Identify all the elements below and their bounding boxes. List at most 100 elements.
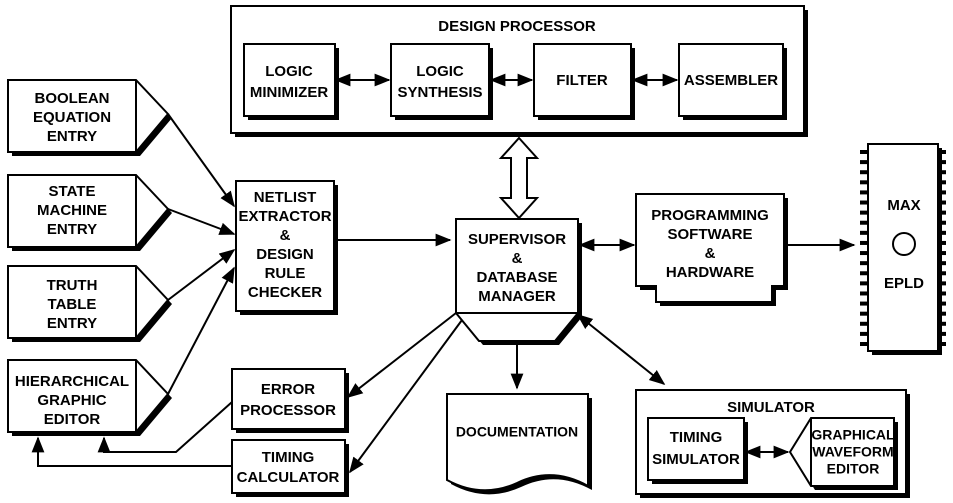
graphical-waveform-editor-box: GRAPHICAL WAVEFORM EDITOR: [788, 417, 898, 490]
chip-pin-right: [938, 180, 946, 185]
svg-text:EDITOR: EDITOR: [44, 411, 101, 428]
chip-pin-left: [860, 160, 868, 165]
timing-to-hierarchical-arrow: [31, 436, 232, 467]
logic-minimizer-box: LOGIC MINIMIZER: [243, 43, 339, 120]
svg-text:DESIGN: DESIGN: [256, 246, 314, 263]
error-to-hierarchical-arrow: [97, 401, 233, 453]
chip-label-epld: EPLD: [884, 275, 924, 292]
chip-pin-left: [860, 291, 868, 296]
svg-text:BOOLEAN: BOOLEAN: [35, 90, 110, 107]
chip-pin-left: [860, 311, 868, 316]
svg-text:TIMING: TIMING: [670, 429, 723, 446]
svg-text:PROGRAMMING: PROGRAMMING: [651, 207, 769, 224]
documentation-box: DOCUMENTATION: [446, 393, 592, 495]
chip-pin-left: [860, 331, 868, 336]
svg-text:ERROR: ERROR: [261, 381, 315, 398]
chip-pin-right: [938, 321, 946, 326]
svg-text:EDITOR: EDITOR: [827, 461, 880, 477]
chip-pin-right: [938, 220, 946, 225]
svg-text:FILTER: FILTER: [556, 72, 608, 89]
chip-pin-right: [938, 271, 946, 276]
supervisor-to-timing-arrow: [349, 319, 463, 474]
chip-pin-left: [860, 200, 868, 205]
svg-text:ENTRY: ENTRY: [47, 128, 97, 145]
chip-label-max: MAX: [887, 197, 920, 214]
chip-pin-left: [860, 281, 868, 286]
svg-text:ENTRY: ENTRY: [47, 315, 97, 332]
svg-text:ASSEMBLER: ASSEMBLER: [684, 72, 778, 89]
chip-pin-left: [860, 271, 868, 276]
timing-calculator-box: TIMING CALCULATOR: [231, 439, 349, 497]
max-epld-chip: MAX EPLD: [860, 143, 946, 355]
chip-pin-right: [938, 170, 946, 175]
hollow-double-arrow: [498, 136, 540, 220]
assembler-box: ASSEMBLER: [678, 43, 787, 120]
svg-text:NETLIST: NETLIST: [254, 189, 317, 206]
svg-text:EXTRACTOR: EXTRACTOR: [238, 208, 331, 225]
svg-text:ENTRY: ENTRY: [47, 221, 97, 238]
chip-pin-left: [860, 190, 868, 195]
svg-text:&: &: [280, 227, 291, 244]
svg-text:WAVEFORM: WAVEFORM: [812, 444, 893, 460]
chip-pin-right: [938, 301, 946, 306]
logic-synthesis-box: LOGIC SYNTHESIS: [390, 43, 493, 120]
state-machine-entry-box: STATE MACHINE ENTRY: [7, 174, 172, 251]
design-processor-title: DESIGN PROCESSOR: [438, 18, 596, 35]
svg-text:HIERARCHICAL: HIERARCHICAL: [15, 373, 129, 390]
chip-pin-right: [938, 281, 946, 286]
svg-text:GRAPHIC: GRAPHIC: [37, 392, 106, 409]
netlist-extractor-box: NETLIST EXTRACTOR & DESIGN RULE CHECKER: [235, 180, 338, 315]
svg-text:TABLE: TABLE: [48, 296, 97, 313]
timing-simulator-box: TIMING SIMULATOR: [647, 417, 748, 484]
hierarchical-graphic-editor-box: HIERARCHICAL GRAPHIC EDITOR: [7, 359, 172, 436]
chip-pin-left: [860, 261, 868, 266]
chip-pin-right: [938, 331, 946, 336]
svg-text:SUPERVISOR: SUPERVISOR: [468, 231, 566, 248]
supervisor-simulator-arrow: [576, 313, 666, 386]
chip-pin-right: [938, 251, 946, 256]
chip-pin-left: [860, 342, 868, 346]
supervisor-database-manager-box: SUPERVISOR & DATABASE MANAGER: [455, 218, 582, 345]
chip-indicator-circle: [892, 232, 916, 256]
svg-text:STATE: STATE: [49, 183, 96, 200]
chip-pin-right: [938, 160, 946, 165]
chip-pin-right: [938, 190, 946, 195]
svg-text:DOCUMENTATION: DOCUMENTATION: [456, 424, 578, 440]
svg-text:DATABASE: DATABASE: [476, 269, 557, 286]
chip-pin-right: [938, 200, 946, 205]
state-to-netlist-arrow: [167, 208, 236, 235]
svg-text:CALCULATOR: CALCULATOR: [237, 469, 340, 486]
chip-pin-right: [938, 261, 946, 266]
chip-pins: [860, 150, 946, 346]
chip-pin-left: [860, 170, 868, 175]
supervisor-to-error-arrow: [346, 312, 457, 398]
svg-text:&: &: [705, 245, 716, 262]
svg-text:HARDWARE: HARDWARE: [666, 264, 754, 281]
design-processor-group: DESIGN PROCESSOR LOGIC MINIMIZER LOGIC S…: [230, 5, 808, 137]
truth-table-entry-box: TRUTH TABLE ENTRY: [7, 265, 172, 342]
boolean-to-netlist-arrow: [167, 113, 235, 208]
svg-text:&: &: [512, 250, 523, 267]
chip-pin-left: [860, 240, 868, 245]
svg-text:TRUTH: TRUTH: [47, 277, 98, 294]
chip-pin-right: [938, 230, 946, 235]
svg-text:LOGIC: LOGIC: [416, 63, 464, 80]
svg-text:SOFTWARE: SOFTWARE: [668, 226, 753, 243]
svg-text:TIMING: TIMING: [262, 449, 315, 466]
chip-pin-right: [938, 291, 946, 296]
filter-box: FILTER: [533, 43, 635, 120]
programming-software-hardware-box: PROGRAMMING SOFTWARE & HARDWARE: [635, 193, 788, 306]
svg-text:MACHINE: MACHINE: [37, 202, 107, 219]
boolean-equation-entry-box: BOOLEAN EQUATION ENTRY: [7, 79, 172, 156]
simulator-title: SIMULATOR: [727, 399, 815, 416]
simulator-group: SIMULATOR TIMING SIMULATOR GRAPHICAL WAV…: [635, 389, 910, 498]
chip-pin-right: [938, 240, 946, 245]
svg-text:LOGIC: LOGIC: [265, 63, 313, 80]
svg-text:PROCESSOR: PROCESSOR: [240, 402, 336, 419]
chip-pin-left: [860, 150, 868, 154]
chip-pin-right: [938, 342, 946, 346]
chip-pin-right: [938, 311, 946, 316]
chip-pin-right: [938, 210, 946, 215]
svg-text:GRAPHICAL: GRAPHICAL: [811, 427, 895, 443]
